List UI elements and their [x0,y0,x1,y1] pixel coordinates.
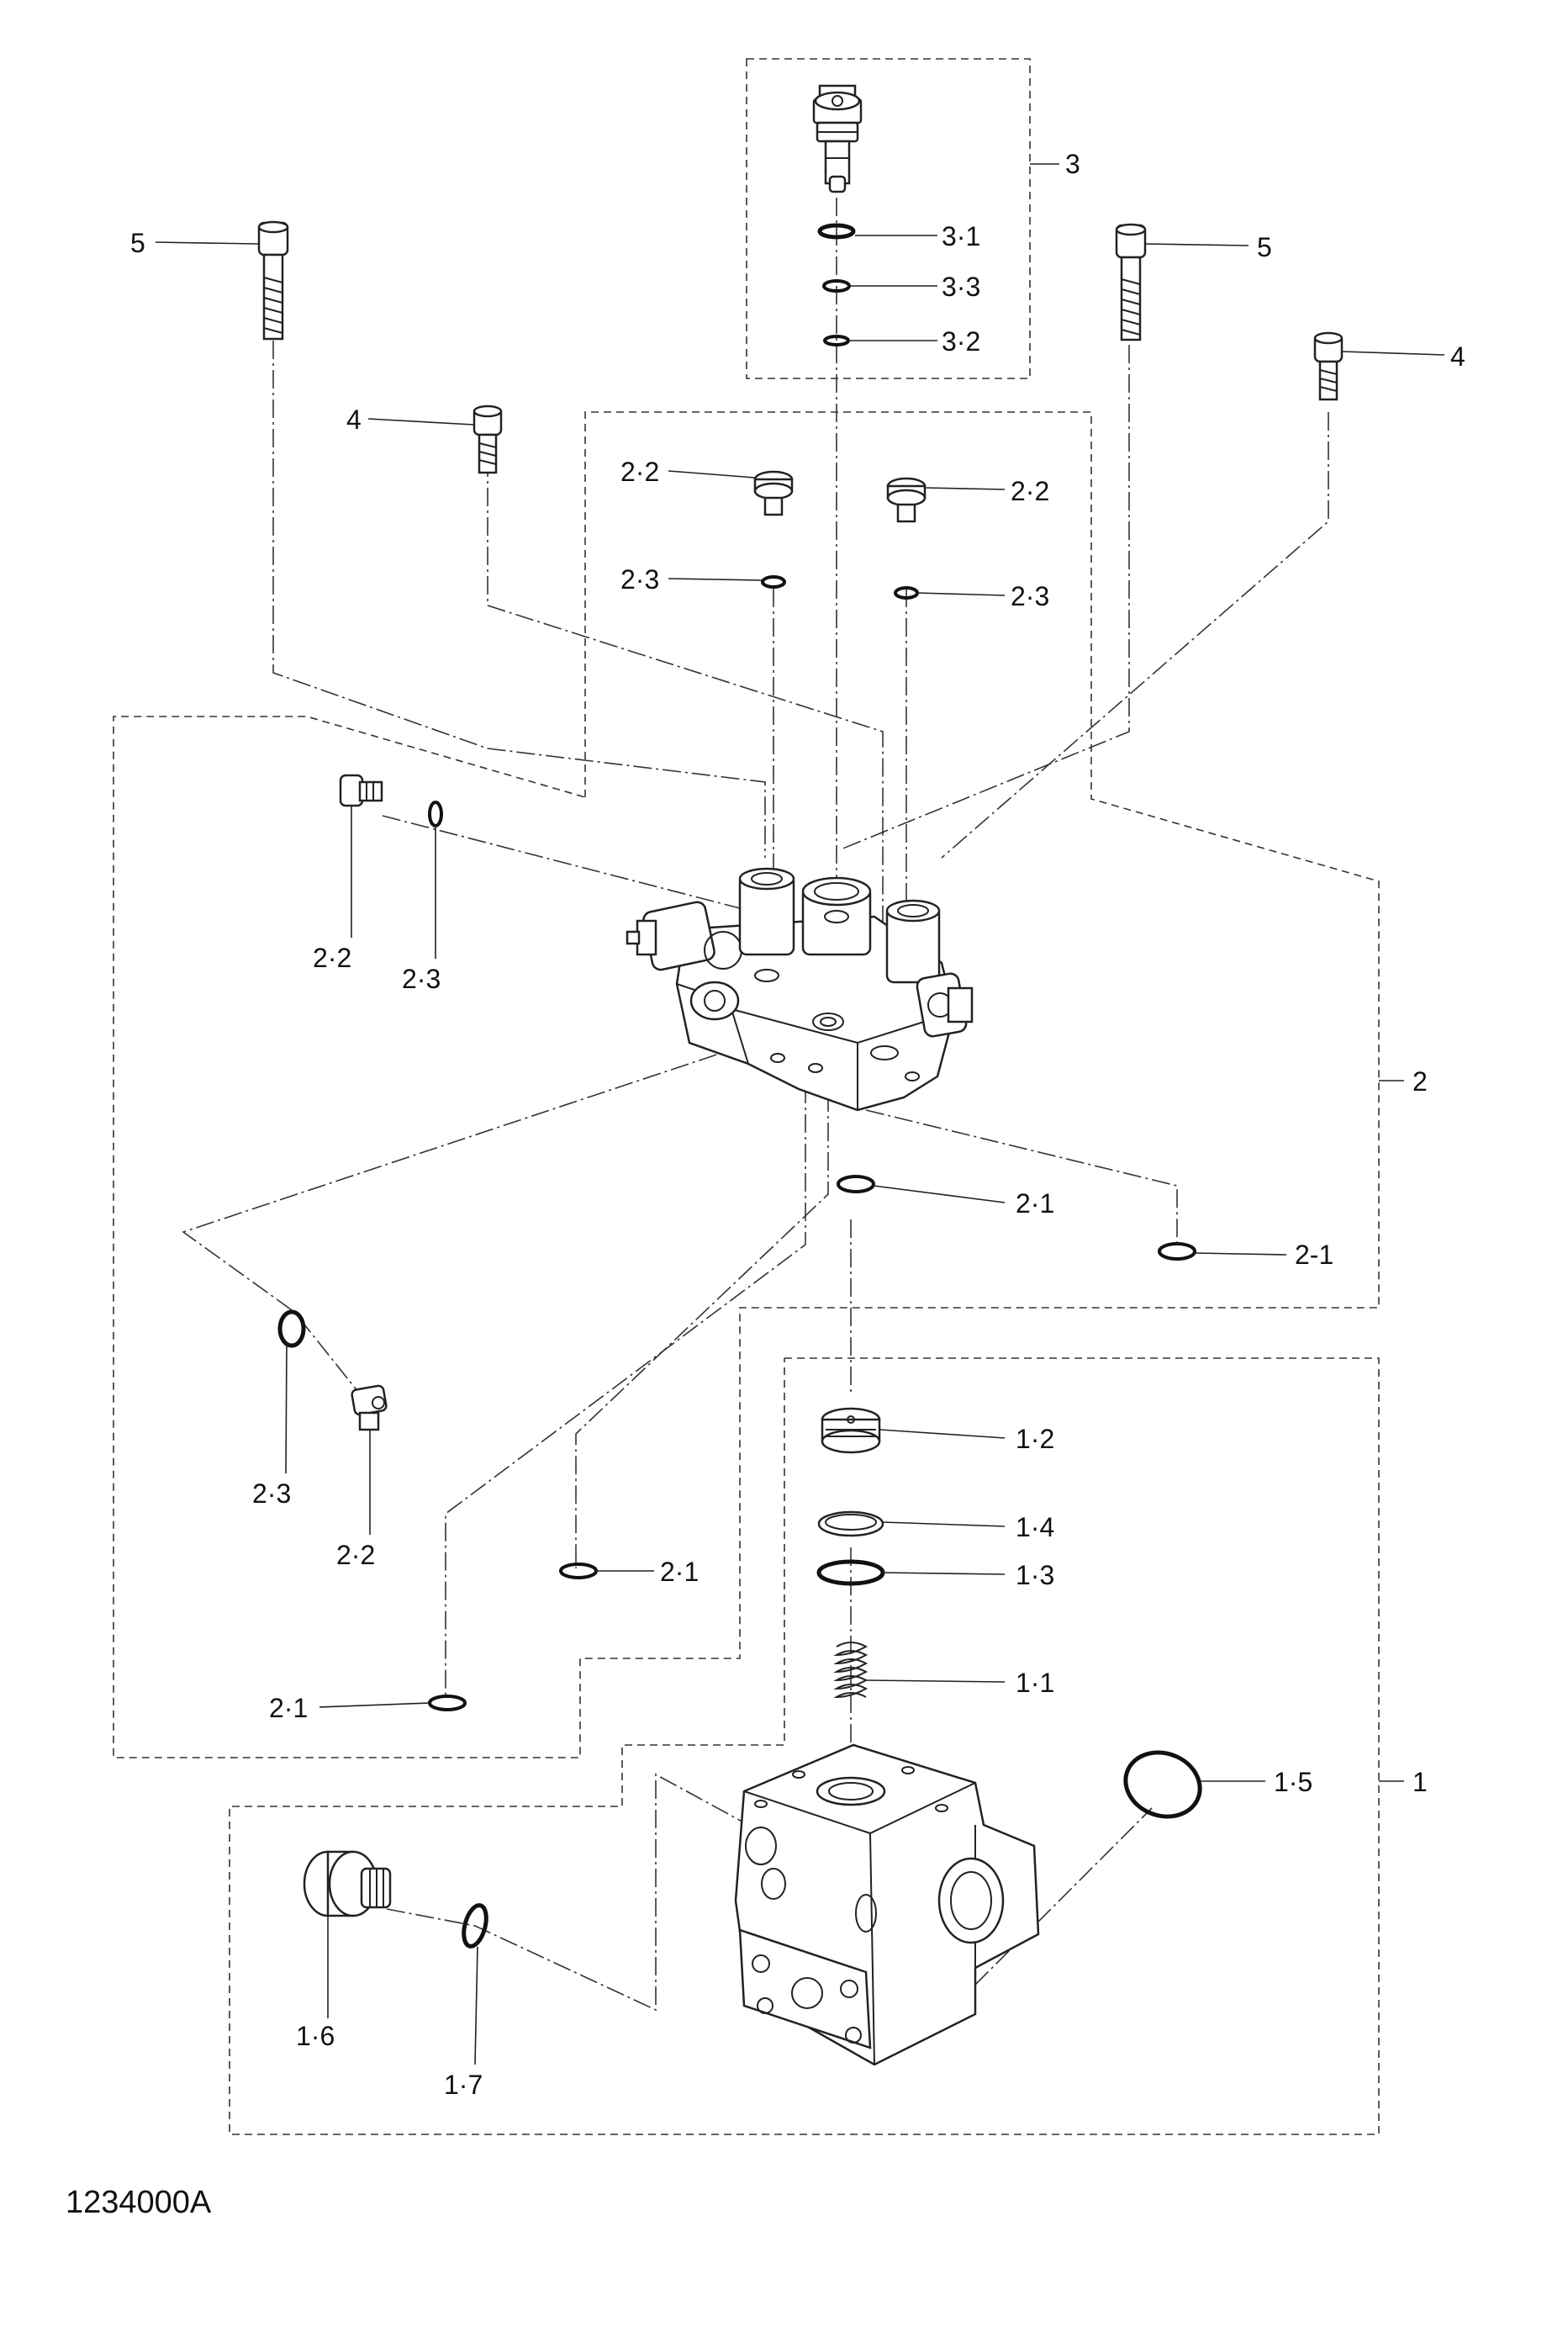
callout-2-1-middle: 2·1 [660,1557,699,1587]
seal-2-1-middle [559,1563,598,1579]
bolt-4-left [473,405,503,474]
o-ring-3-1 [817,223,856,240]
drawing-code: 1234000A [66,2185,212,2220]
o-ring-1-5 [1123,1750,1202,1819]
callout-2-1-lower: 2·1 [269,1693,308,1723]
plug-2-2-top-left [753,470,794,516]
callout-2-3-top-right: 2·3 [1011,581,1049,611]
callout-2-2-top-left: 2·2 [620,457,659,487]
group-1-parts [303,1407,1202,1949]
bolt-5-left [257,220,289,341]
callout-labels: 3 3·1 3·3 3·2 5 5 4 4 2·2 2·2 2·3 2·3 2·… [130,149,1465,2100]
callout-2-3-lower: 2·3 [252,1478,291,1509]
callout-2: 2 [1412,1066,1428,1097]
callout-2-2-side: 2·2 [313,943,351,973]
callout-2-1-center: 2·1 [1016,1188,1054,1219]
callout-2-2-top-right: 2·2 [1011,476,1049,506]
backup-ring-1-4 [817,1510,884,1537]
callout-3-3: 3·3 [942,272,980,302]
plug-1-6 [303,1850,392,1917]
cartridge-valve [812,84,863,193]
spring-1-1 [833,1642,868,1699]
seal-2-1-right [1158,1242,1196,1261]
callout-4-right: 4 [1450,341,1465,372]
group-frames [113,58,1380,2135]
bolt-4-right [1313,331,1344,401]
callout-1-4: 1·4 [1016,1512,1054,1542]
callout-1-3: 1·3 [1016,1560,1054,1590]
seal-2-3-lower [277,1309,306,1348]
callout-1-6: 1·6 [296,2021,335,2051]
bolt-5-right [1115,223,1147,341]
callout-2-3-side: 2·3 [402,964,441,994]
callout-2-1-right: 2-1 [1295,1240,1333,1270]
group-3-frame [746,58,1031,379]
group-3-parts [812,84,863,346]
group-1-frame [229,1357,1380,2135]
callout-leaders [155,163,1445,2065]
callout-4-left: 4 [346,405,362,435]
plug-2-2-top-right [886,477,927,523]
o-ring-1-7 [462,1903,488,1949]
callout-1-1: 1·1 [1016,1668,1054,1698]
valve-body-2 [626,867,974,1112]
plug-1-2 [821,1407,881,1454]
valve-housing-1 [734,1743,1040,2066]
plug-2-2-lower [351,1384,388,1431]
callout-3-1: 3·1 [942,221,980,251]
callout-3-2: 3·2 [942,326,980,357]
plug-2-2-side [339,774,383,807]
callout-1-7: 1·7 [444,2070,483,2100]
group-2-frame [113,411,1380,1758]
seal-2-1-lower [428,1695,467,1711]
center-lines [182,198,1329,2012]
seal-2-3-top-left [761,575,786,589]
callout-2-3-top-left: 2·3 [620,564,659,595]
group-2-small-parts [277,470,1196,1711]
callout-1-5: 1·5 [1274,1767,1312,1797]
callout-5-left: 5 [130,228,145,258]
callout-5-right: 5 [1257,232,1272,262]
seal-2-1-center [837,1175,875,1193]
callout-2-2-lower: 2·2 [336,1540,375,1570]
callout-3: 3 [1065,149,1080,179]
callout-1: 1 [1412,1767,1428,1797]
callout-1-2: 1·2 [1016,1424,1054,1454]
seal-2-3-side [428,801,443,828]
